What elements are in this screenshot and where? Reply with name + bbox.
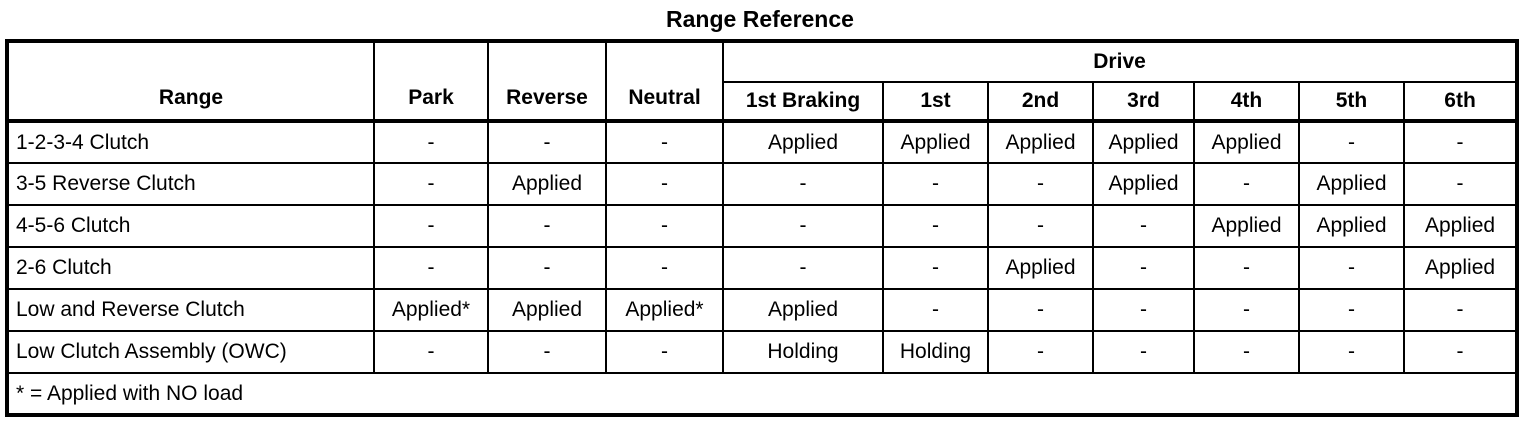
cell-4th: - [1193, 162, 1300, 206]
cell-reverse: Applied [487, 162, 607, 206]
cell-park: - [373, 120, 489, 164]
cell-1st: - [882, 162, 989, 206]
table-row: 2-6 Clutch - - - - - Applied - - - Appli… [6, 246, 1519, 290]
cell-5th: Applied [1298, 204, 1405, 248]
cell-reverse: - [487, 204, 607, 248]
cell-2nd: - [987, 204, 1094, 248]
cell-1st-braking: - [722, 246, 884, 290]
cell-6th: - [1402, 330, 1519, 374]
cell-5th: Applied [1298, 162, 1405, 206]
cell-neutral: - [605, 204, 724, 248]
cell-1st-braking: Applied [722, 288, 884, 332]
cell-3rd: - [1092, 204, 1195, 248]
cell-2nd: Applied [987, 246, 1094, 290]
range-reference-table: Range Park Reverse Neutral Drive 1st Bra… [5, 39, 1520, 417]
cell-3rd: - [1092, 330, 1195, 374]
cell-3rd: - [1092, 288, 1195, 332]
cell-4th: Applied [1193, 120, 1300, 164]
cell-5th: - [1298, 120, 1405, 164]
cell-4th: Applied [1193, 204, 1300, 248]
cell-park: - [373, 204, 489, 248]
cell-5th: - [1298, 288, 1405, 332]
table-row: Low and Reverse Clutch Applied* Applied … [6, 288, 1519, 332]
cell-neutral: - [605, 120, 724, 164]
row-label: 2-6 Clutch [6, 246, 375, 290]
cell-1st: Holding [882, 330, 989, 374]
cell-4th: - [1193, 288, 1300, 332]
table-row: 1-2-3-4 Clutch - - - Applied Applied App… [6, 120, 1519, 164]
cell-5th: - [1298, 246, 1405, 290]
column-group-header-drive: Drive [721, 40, 1519, 83]
cell-1st-braking: Applied [722, 120, 884, 164]
cell-reverse: Applied [487, 288, 607, 332]
cell-reverse: - [487, 246, 607, 290]
column-header-park: Park [373, 40, 489, 122]
header-group-row: Range Park Reverse Neutral Drive [6, 40, 1519, 122]
cell-park: - [373, 246, 489, 290]
cell-neutral: - [605, 330, 724, 374]
cell-3rd: - [1092, 246, 1195, 290]
footnote: * = Applied with NO load [5, 372, 1519, 416]
cell-6th: Applied [1402, 204, 1519, 248]
table-row: 4-5-6 Clutch - - - - - - - Applied Appli… [6, 204, 1519, 248]
column-header-range: Range [6, 40, 375, 122]
cell-2nd: - [987, 330, 1094, 374]
row-label: Low and Reverse Clutch [6, 288, 375, 332]
cell-1st: - [882, 204, 989, 248]
cell-4th: - [1193, 330, 1300, 374]
cell-neutral: - [605, 246, 724, 290]
cell-park: - [373, 162, 489, 206]
cell-1st-braking: - [722, 162, 884, 206]
table-body: 1-2-3-4 Clutch - - - Applied Applied App… [6, 120, 1519, 374]
cell-neutral: Applied* [605, 288, 724, 332]
page-title: Range Reference [666, 6, 854, 32]
column-header-6th: 6th [1402, 81, 1519, 122]
cell-1st: - [882, 246, 989, 290]
cell-6th: Applied [1402, 246, 1519, 290]
table-row: 3-5 Reverse Clutch - Applied - - - - App… [6, 162, 1519, 206]
cell-1st: - [882, 288, 989, 332]
column-header-4th: 4th [1193, 81, 1300, 122]
column-header-1st-braking: 1st Braking [722, 81, 884, 122]
column-header-neutral: Neutral [605, 40, 724, 122]
cell-6th: - [1402, 288, 1519, 332]
cell-1st-braking: - [722, 204, 884, 248]
cell-1st-braking: Holding [722, 330, 884, 374]
cell-5th: - [1298, 330, 1405, 374]
column-header-2nd: 2nd [987, 81, 1094, 122]
cell-2nd: - [987, 288, 1094, 332]
table-row: Low Clutch Assembly (OWC) - - - Holding … [6, 330, 1519, 374]
cell-2nd: Applied [987, 120, 1094, 164]
cell-neutral: - [605, 162, 724, 206]
table-footer: * = Applied with NO load [5, 372, 1519, 416]
row-label: Low Clutch Assembly (OWC) [6, 330, 375, 374]
column-header-reverse: Reverse [487, 40, 607, 122]
cell-1st: Applied [882, 120, 989, 164]
cell-reverse: - [487, 120, 607, 164]
column-header-1st: 1st [882, 81, 989, 122]
footnote-row: * = Applied with NO load [5, 372, 1519, 416]
row-label: 3-5 Reverse Clutch [6, 162, 375, 206]
row-label: 4-5-6 Clutch [6, 204, 375, 248]
column-header-5th: 5th [1298, 81, 1405, 122]
cell-2nd: - [987, 162, 1094, 206]
cell-6th: - [1402, 120, 1519, 164]
header-sub-row: 1st Braking 1st 2nd 3rd 4th 5th 6th [7, 81, 1519, 122]
table-header: Range Park Reverse Neutral Drive 1st Bra… [6, 40, 1519, 122]
cell-3rd: Applied [1092, 120, 1195, 164]
cell-4th: - [1193, 246, 1300, 290]
column-header-3rd: 3rd [1092, 81, 1195, 122]
cell-park: Applied* [373, 288, 489, 332]
cell-park: - [373, 330, 489, 374]
cell-3rd: Applied [1092, 162, 1195, 206]
cell-reverse: - [487, 330, 607, 374]
cell-6th: - [1402, 162, 1519, 206]
row-label: 1-2-3-4 Clutch [6, 120, 375, 164]
